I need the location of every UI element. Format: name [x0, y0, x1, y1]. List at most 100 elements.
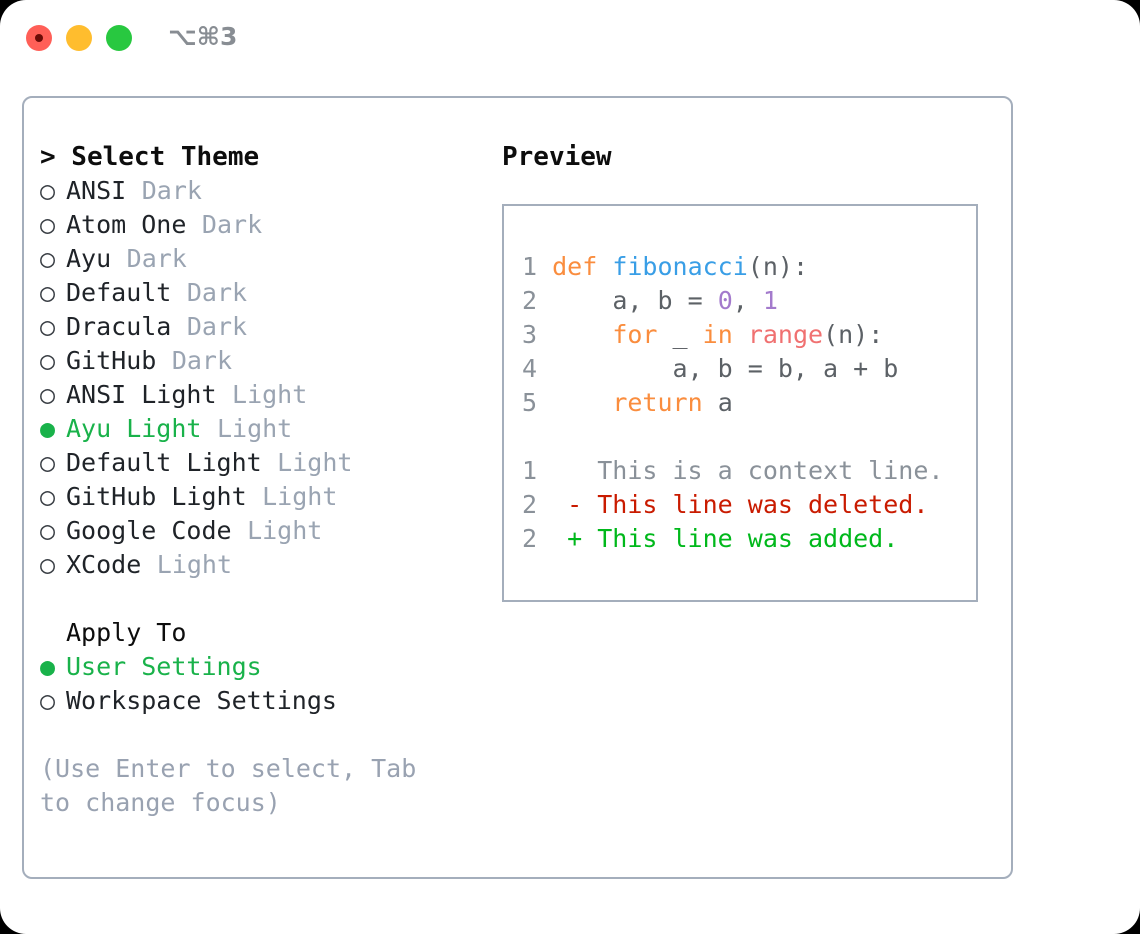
apply-to-option-0[interactable]: ● User Settings — [40, 650, 490, 684]
apply-to-option-1[interactable]: ○ Workspace Settings — [40, 684, 490, 718]
theme-option-label: ANSI — [66, 176, 127, 205]
theme-variant-tag: Light — [277, 448, 353, 477]
radio-unselected-icon[interactable]: ○ — [40, 550, 56, 579]
radio-selected-icon[interactable]: ● — [40, 414, 56, 443]
apply-to-option-label: Workspace Settings — [66, 686, 337, 715]
diff-line-number: 2 — [522, 524, 538, 553]
title-bar: ⌥⌘3 — [0, 0, 1140, 78]
theme-variant-tag: Light — [247, 516, 323, 545]
theme-option-label: Default — [66, 278, 172, 307]
keyboard-shortcut-label: ⌥⌘3 — [168, 22, 238, 51]
code-token-pl: _ — [657, 320, 703, 349]
theme-option-9[interactable]: ○ GitHub Light Light — [40, 480, 490, 514]
radio-unselected-icon[interactable]: ○ — [40, 278, 56, 307]
code-token-fn: fibonacci — [612, 252, 748, 281]
theme-option-6[interactable]: ○ ANSI Light Light — [40, 378, 490, 412]
line-number: 3 — [522, 320, 538, 349]
theme-option-label: Google Code — [66, 516, 232, 545]
code-token-pl: (n): — [823, 320, 884, 349]
theme-variant-tag: Light — [262, 482, 338, 511]
diff-line-text-del: - This line was deleted. — [537, 490, 929, 519]
line-number: 2 — [522, 286, 538, 315]
diff-line-text-add: + This line was added. — [537, 524, 899, 553]
theme-variant-tag: Dark — [141, 176, 202, 205]
line-number: 5 — [522, 388, 538, 417]
apply-to-option-list: ● User Settings ○ Workspace Settings — [40, 650, 490, 718]
theme-variant-tag: Light — [156, 550, 233, 579]
line-number: 4 — [522, 354, 538, 383]
theme-variant-tag: Dark — [186, 312, 248, 341]
theme-option-3[interactable]: ○ Default Dark — [40, 276, 490, 310]
code-token-pl — [552, 320, 612, 349]
radio-unselected-icon[interactable]: ○ — [40, 380, 56, 409]
diff-line-number: 1 — [522, 456, 538, 485]
select-theme-header: > Select Theme — [40, 142, 260, 172]
theme-variant-tag: Light — [216, 414, 293, 443]
radio-unselected-icon[interactable]: ○ — [40, 516, 56, 545]
theme-option-label: Default Light — [66, 448, 262, 477]
code-token-bi: range — [747, 320, 824, 349]
theme-option-label: Ayu Light — [66, 414, 202, 443]
code-line-4: 5 return a — [522, 386, 943, 420]
radio-selected-icon[interactable]: ● — [40, 652, 56, 681]
code-token-pl: , — [732, 286, 763, 315]
minimize-button[interactable] — [66, 25, 92, 51]
theme-option-8[interactable]: ○ Default Light Light — [40, 446, 490, 480]
code-token-kw: def — [552, 252, 613, 281]
theme-option-label: Ayu — [66, 244, 112, 273]
section-spacer — [40, 582, 490, 616]
radio-unselected-icon[interactable]: ○ — [40, 686, 56, 715]
theme-option-label: GitHub — [66, 346, 157, 375]
code-token-num: 1 — [762, 286, 778, 315]
code-line-3: 4 a, b = b, a + b — [522, 352, 943, 386]
code-token-kw: return — [612, 388, 703, 417]
theme-option-0[interactable]: ○ ANSI Dark — [40, 174, 490, 208]
code-token-pl: (n): — [747, 252, 809, 281]
code-blank-line — [522, 420, 943, 454]
theme-option-label: GitHub Light — [66, 482, 247, 511]
theme-option-label: Atom One — [66, 210, 187, 239]
close-button[interactable] — [26, 25, 52, 51]
code-token-kw: in — [702, 320, 733, 349]
theme-option-4[interactable]: ○ Dracula Dark — [40, 310, 490, 344]
theme-option-7[interactable]: ● Ayu Light Light — [40, 412, 490, 446]
code-token-pl — [552, 388, 612, 417]
theme-option-1[interactable]: ○ Atom One Dark — [40, 208, 490, 242]
code-line-2: 3 for _ in range(n): — [522, 318, 943, 352]
theme-option-10[interactable]: ○ Google Code Light — [40, 514, 490, 548]
window-controls — [26, 25, 132, 51]
radio-unselected-icon[interactable]: ○ — [40, 312, 56, 341]
radio-unselected-icon[interactable]: ○ — [40, 244, 56, 273]
radio-unselected-icon[interactable]: ○ — [40, 176, 56, 205]
code-line-0: 1 def fibonacci(n): — [522, 250, 943, 284]
code-token-pl: a, b = b, a + b — [552, 354, 899, 383]
theme-variant-tag: Light — [232, 380, 308, 409]
maximize-button[interactable] — [106, 25, 132, 51]
diff-line-1: 2 - This line was deleted. — [522, 488, 943, 522]
diff-line-0: 1 This is a context line. — [522, 454, 943, 488]
code-token-kw: for — [612, 320, 658, 349]
diff-line-2: 2 + This line was added. — [522, 522, 943, 556]
preview-title: Preview — [502, 142, 612, 172]
theme-option-label: Dracula — [66, 312, 172, 341]
code-token-num: 0 — [717, 286, 733, 315]
radio-unselected-icon[interactable]: ○ — [40, 210, 56, 239]
diff-line-text-ctx: This is a context line. — [537, 456, 944, 485]
code-token-pl: a — [702, 388, 733, 417]
apply-to-option-label: User Settings — [66, 652, 262, 681]
theme-option-label: ANSI Light — [66, 380, 217, 409]
radio-unselected-icon[interactable]: ○ — [40, 448, 56, 477]
theme-variant-tag: Dark — [186, 278, 248, 307]
radio-unselected-icon[interactable]: ○ — [40, 346, 56, 375]
theme-variant-tag: Dark — [201, 210, 263, 239]
radio-unselected-icon[interactable]: ○ — [40, 482, 56, 511]
code-line-1: 2 a, b = 0, 1 — [522, 284, 943, 318]
